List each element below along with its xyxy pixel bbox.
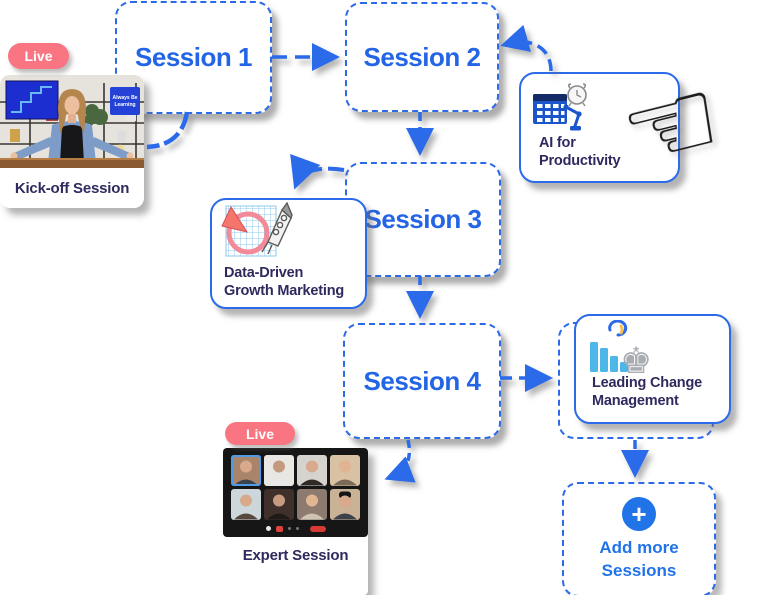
participant-tile	[330, 489, 360, 520]
call-controls	[231, 523, 360, 534]
data-card-title: Data-Driven Growth Marketing	[224, 265, 345, 299]
session-4-label: Session 4	[363, 365, 481, 396]
session-1-label: Session 1	[135, 42, 252, 72]
plus-icon: +	[622, 497, 656, 532]
data-driven-card[interactable]: Data-Driven Growth Marketing	[210, 198, 367, 309]
control-dot	[295, 527, 299, 530]
participant-tile	[231, 455, 261, 486]
ai-productivity-card[interactable]: AI for Productivity	[519, 72, 680, 183]
session-2-box[interactable]: Session 2	[345, 2, 499, 112]
record-dot	[275, 525, 283, 532]
add-more-sessions-button[interactable]: + Add more Sessions	[562, 482, 716, 595]
kickoff-session-card[interactable]: Always Be Learning Kick	[0, 75, 144, 208]
session-3-label: Session 3	[364, 204, 482, 234]
leading-card-title: Leading Change Management	[592, 375, 702, 409]
end-call-button	[309, 525, 326, 532]
kickoff-session-title: Kick-off Session	[14, 179, 130, 197]
person-silhouette-icon	[333, 460, 357, 486]
sign-text-line2: Learning	[114, 102, 135, 108]
control-dot	[287, 527, 291, 530]
person-silhouette-icon	[300, 494, 324, 520]
person-silhouette-icon	[267, 494, 291, 520]
session-2-label: Session 2	[363, 41, 481, 72]
person-silhouette-icon	[267, 460, 291, 486]
kickoff-video-thumbnail: Always Be Learning	[0, 75, 144, 168]
session-4-box[interactable]: Session 4	[343, 323, 501, 439]
pie-chart-rocket-icon	[221, 202, 293, 257]
person-silhouette-icon	[333, 491, 357, 520]
kickoff-live-badge: Live	[8, 43, 69, 69]
chess-king-icon: ♚	[620, 341, 652, 376]
ai-card-title: AI for Productivity	[539, 135, 621, 169]
participant-tile	[264, 489, 294, 520]
participant-tile	[231, 489, 261, 520]
session-1-box[interactable]: Session 1	[115, 1, 272, 114]
calendar-clock-robot-icon	[533, 83, 587, 131]
participant-tile	[297, 489, 327, 520]
leading-change-card[interactable]: ♚ Leading Change Management	[574, 314, 731, 424]
bar-chart-chess-king-icon: ♚	[590, 320, 652, 376]
expert-session-title: Expert Session	[242, 546, 349, 564]
person-silhouette-icon	[300, 460, 324, 486]
presenter-figure	[10, 89, 134, 163]
participant-tile	[330, 455, 360, 486]
expert-session-card[interactable]: Expert Session	[223, 448, 368, 595]
expert-video-thumbnail	[223, 448, 368, 537]
sign-text-line1: Always Be	[112, 95, 137, 101]
participant-tile	[297, 455, 327, 486]
control-dot	[265, 526, 271, 531]
person-silhouette-icon	[234, 494, 258, 520]
session-3-box[interactable]: Session 3	[345, 162, 501, 277]
participant-grid	[231, 455, 360, 520]
person-silhouette-icon	[234, 460, 258, 486]
expert-live-badge: Live	[225, 422, 295, 445]
participant-tile	[264, 455, 294, 486]
add-more-label: Add more Sessions	[599, 538, 679, 580]
